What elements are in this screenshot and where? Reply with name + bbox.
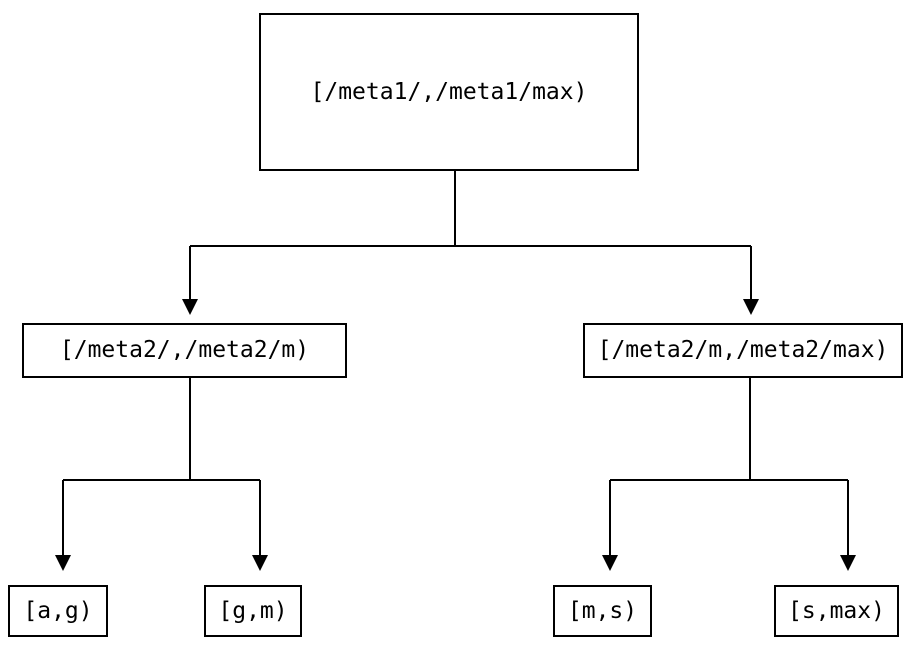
arrowhead-icon [55, 555, 71, 571]
tree-node-root: [/meta1/,/meta1/max) [259, 13, 639, 171]
arrowhead-icon [840, 555, 856, 571]
tree-node-leaf-smax: [s,max) [774, 585, 899, 637]
edge-root-to-children [189, 171, 752, 299]
arrowhead-icon [252, 555, 268, 571]
edge-mid-right-to-children [609, 378, 849, 555]
arrowhead-icon [602, 555, 618, 571]
tree-node-meta2-left: [/meta2/,/meta2/m) [22, 323, 347, 378]
edge-mid-left-to-children [62, 378, 261, 555]
tree-node-meta2-right: [/meta2/m,/meta2/max) [583, 323, 903, 378]
arrowhead-icon [182, 299, 198, 315]
arrowhead-icon [743, 299, 759, 315]
tree-node-leaf-gm: [g,m) [204, 585, 302, 637]
tree-node-leaf-ms: [m,s) [553, 585, 652, 637]
tree-node-leaf-ag: [a,g) [8, 585, 108, 637]
